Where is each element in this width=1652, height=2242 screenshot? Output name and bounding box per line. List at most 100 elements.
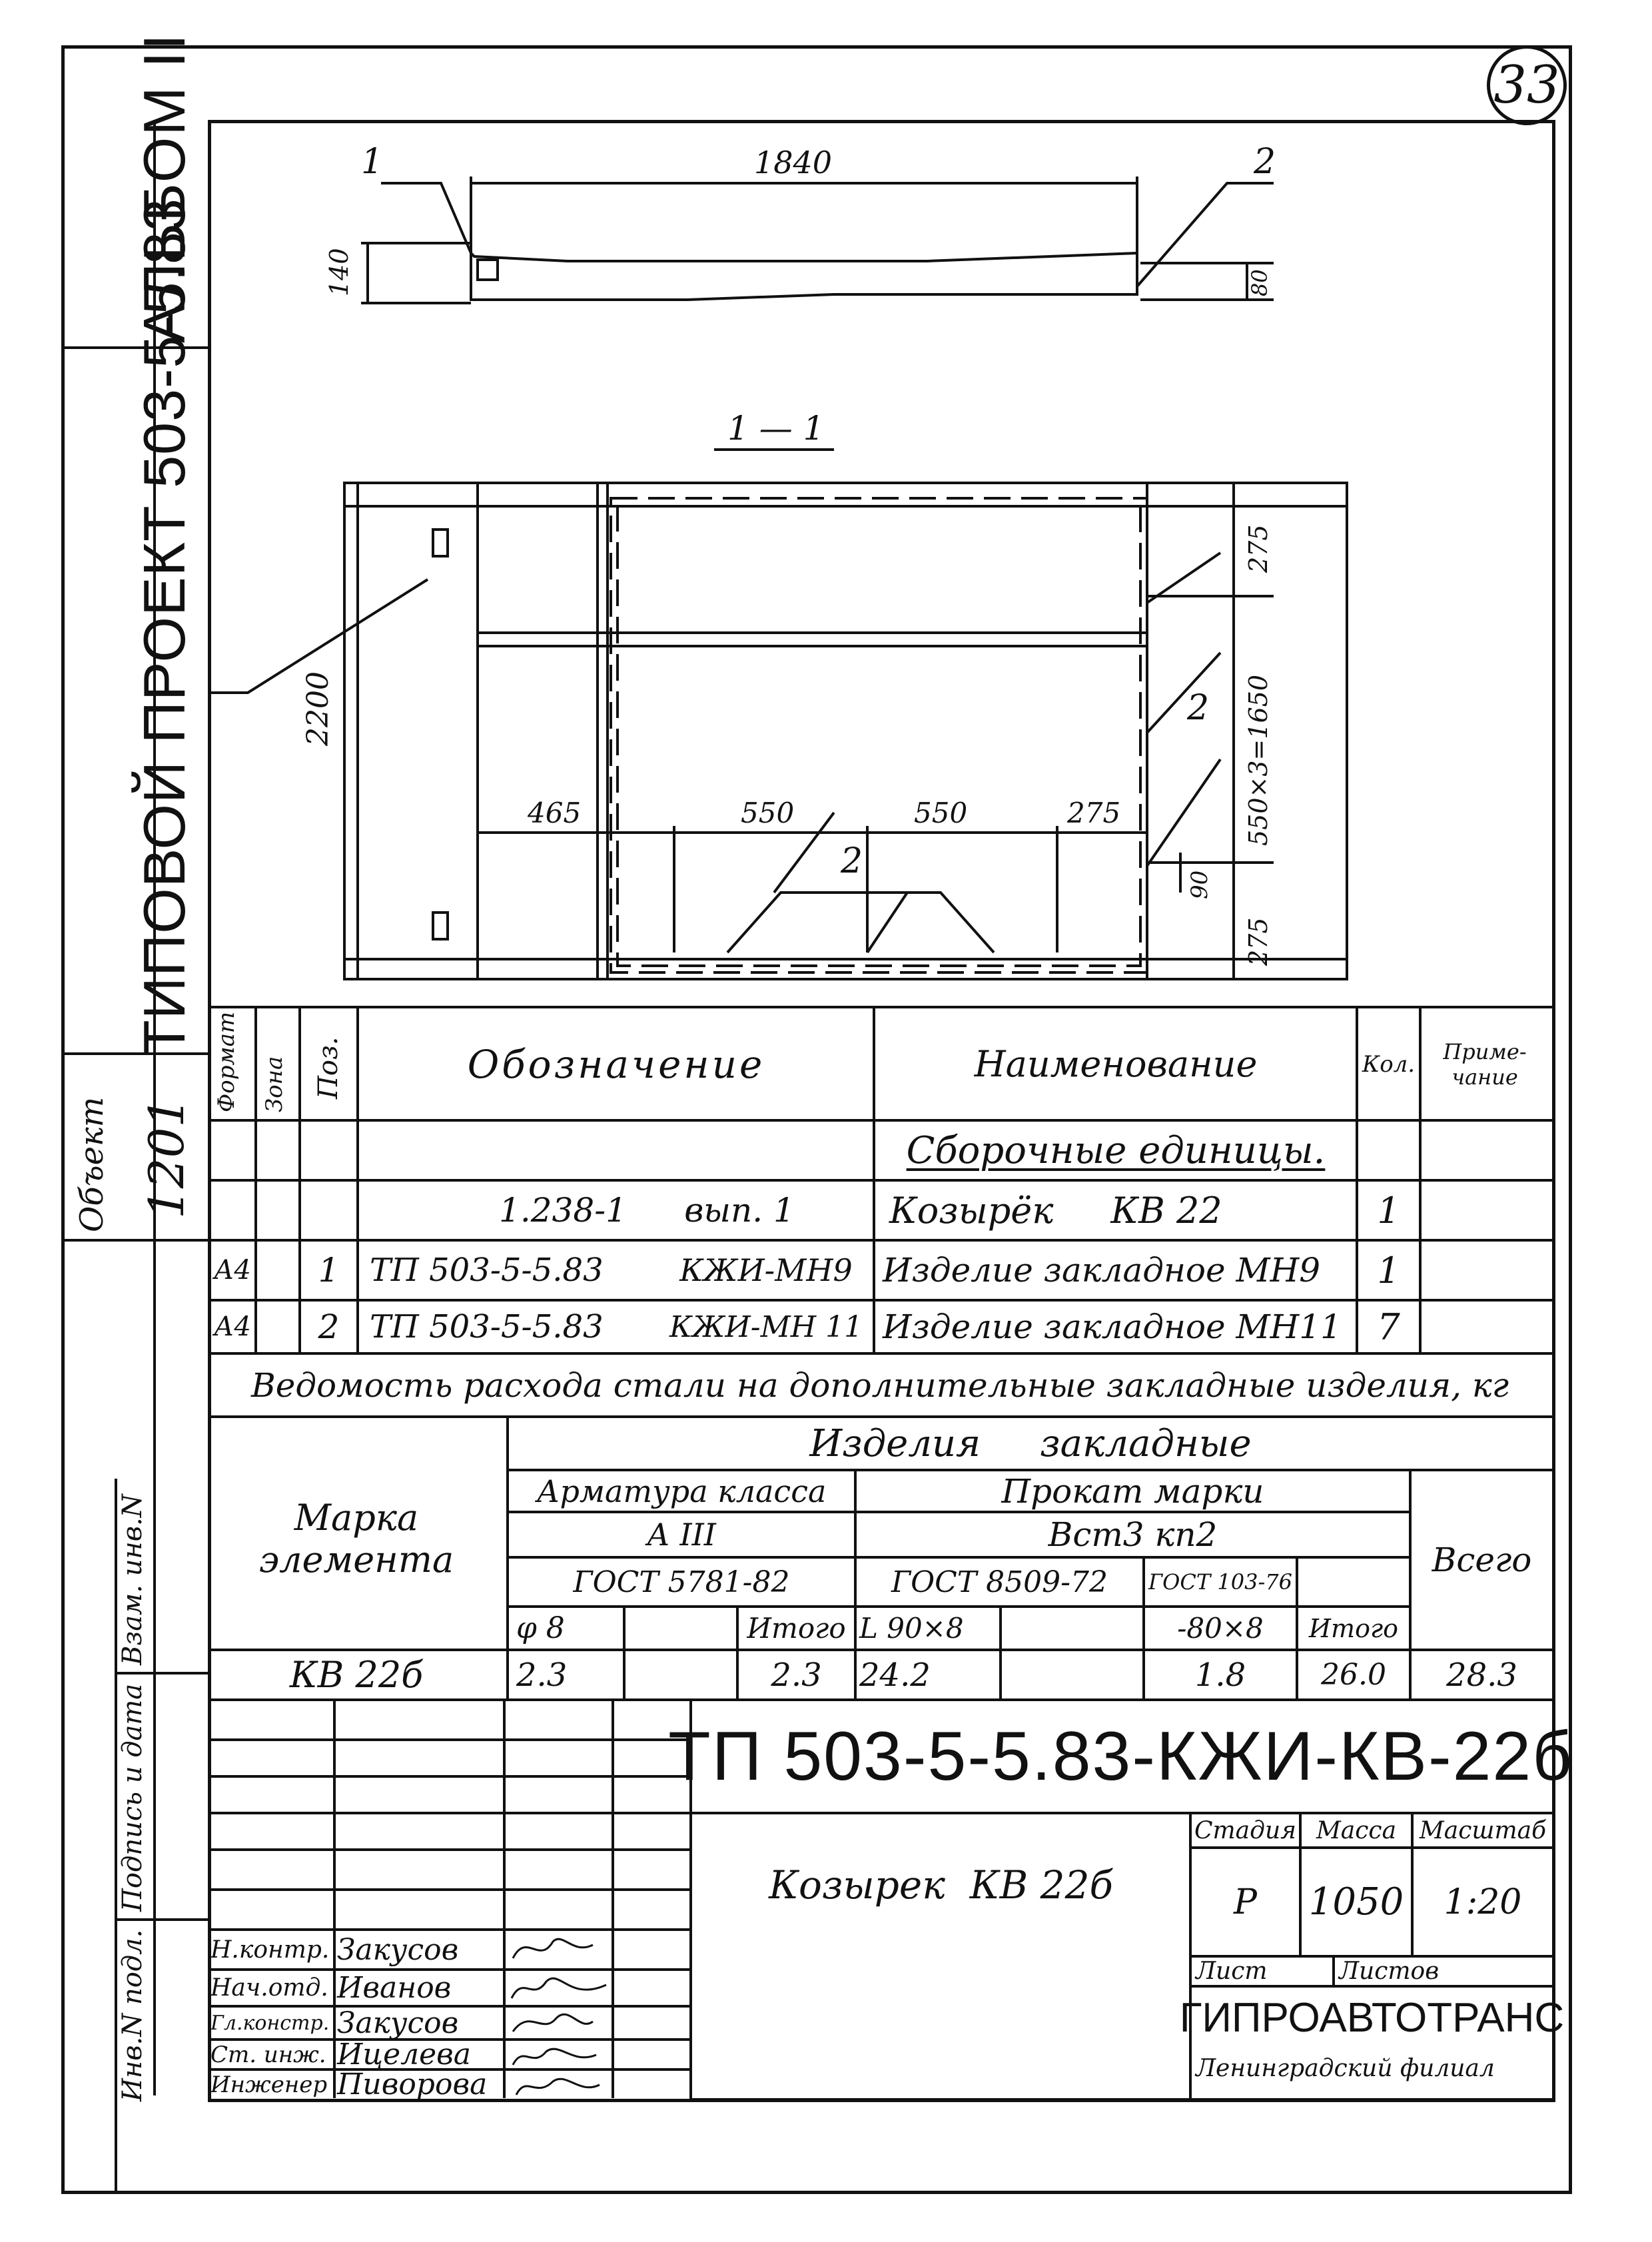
steel-h4	[506, 1605, 1409, 1608]
side-divider-h3	[61, 1239, 208, 1242]
steel-gost1: ГОСТ 5781-82	[573, 1565, 790, 1599]
steel-h2	[506, 1511, 1409, 1513]
stamp-signature-date: Подпись и дата	[117, 1683, 148, 1912]
steel-sub-0: φ 8	[516, 1611, 565, 1645]
spec-row0-qty: 1	[1377, 1189, 1400, 1232]
doc-name: Козырек КВ 22б	[769, 1862, 1113, 1908]
dim-275-right-bottom: 275	[1244, 917, 1273, 966]
signer-role-2: Гл.констр.	[210, 2011, 330, 2035]
tb-v-scale	[1411, 1812, 1414, 1955]
spec-row0-extra: вып. 1	[684, 1191, 795, 1230]
steel-sub-6: Итого	[1308, 1613, 1399, 1643]
dim-550b: 550	[914, 797, 967, 829]
steel-armature: Арматура класса	[536, 1473, 827, 1509]
insert-mark	[476, 258, 499, 281]
sheet-label: Лист	[1196, 1958, 1268, 1985]
spec-row1-qty: 1	[1377, 1249, 1400, 1292]
sheet-number: 33	[1487, 45, 1567, 125]
sig-h-4	[208, 1848, 689, 1851]
sig-col-2	[503, 1698, 506, 2098]
steel-col-e	[1142, 1556, 1145, 1698]
dim-550a: 550	[741, 797, 794, 829]
scale-label: Масштаб	[1419, 1816, 1547, 1844]
leader-2b-line	[1146, 552, 1222, 604]
anchor-shape	[726, 891, 995, 954]
stamp-inventory: Инв.N подл.	[117, 1929, 148, 2101]
stamp-div-2	[115, 1918, 208, 1921]
steel-sub-4	[1002, 1608, 1142, 1649]
scale-value: 1:20	[1444, 1882, 1522, 1922]
tb-v-main	[689, 1698, 692, 2098]
spec-row1-format: А4	[214, 1255, 251, 1286]
leader-1b-line	[208, 578, 429, 694]
spec-row-3	[208, 1299, 1552, 1302]
leader-1b-text: 1	[208, 651, 216, 691]
side-divider-h1	[61, 346, 208, 349]
signer-role-3: Ст. инж.	[210, 2041, 326, 2068]
steel-val-1	[625, 1651, 736, 1698]
spec-row1-pos: 1	[318, 1251, 340, 1290]
signature-4	[515, 2077, 600, 2095]
spec-row0-designation: 1.238-1	[499, 1191, 627, 1230]
spec-row1-extra: КЖИ-МН9	[679, 1252, 853, 1288]
signer-name-3: Ицелева	[337, 2038, 472, 2071]
signer-name-4: Пиворова	[337, 2067, 488, 2101]
sig-h-9	[208, 2038, 689, 2041]
top-dim-text: 1840	[754, 145, 832, 181]
steel-h5	[208, 1649, 1552, 1651]
sig-h-7	[208, 1968, 689, 1971]
spec-top	[208, 1006, 1552, 1008]
steel-col-c	[736, 1605, 739, 1698]
leader-1-line	[381, 182, 472, 254]
spec-col-5	[1356, 1006, 1358, 1352]
left-dim-text: 140	[324, 248, 354, 296]
steel-col-f	[1296, 1556, 1298, 1698]
spec-row2-extra: КЖИ-МН 11	[669, 1309, 863, 1344]
tb-h-right1	[1189, 1846, 1552, 1849]
dim-90: 90	[1186, 871, 1213, 899]
spec-row2-designation: ТП 503-5-5.83	[370, 1308, 604, 1345]
spec-col-4	[873, 1006, 875, 1352]
steel-col-a	[854, 1469, 857, 1698]
spec-row-4	[208, 1352, 1552, 1355]
spec-head-name: Наименование	[974, 1043, 1258, 1085]
spec-head-qty: Кол.	[1362, 1050, 1416, 1078]
spec-bottom	[208, 1415, 1552, 1418]
tb-v-right	[1189, 1812, 1192, 2098]
steel-val-2: 2.3	[771, 1656, 822, 1694]
section-title: 1 — 1	[727, 409, 824, 448]
spec-head-zone: Зона	[261, 1056, 288, 1112]
steel-sub-3: L 90×8	[859, 1612, 964, 1645]
sig-h-8	[208, 2005, 689, 2008]
tb-h-right2	[1189, 1955, 1552, 1958]
dim-275-top: 275	[1244, 524, 1273, 573]
spec-head-bottom	[208, 1119, 1552, 1122]
steel-total: 28.3	[1446, 1656, 1517, 1694]
org-name: ГИПРОАВТОТРАНС	[1179, 1994, 1565, 2041]
sig-h-2	[208, 1775, 689, 1778]
steel-rolled: Прокат марки	[1001, 1471, 1264, 1511]
steel-col-total	[1409, 1469, 1412, 1698]
spec-row1-name: Изделие закладное МН9	[883, 1251, 1321, 1290]
spec-head-pos: Поз.	[313, 1036, 344, 1100]
spec-section-title: Сборочные единицы.	[906, 1128, 1326, 1172]
tb-v-sheet	[1332, 1955, 1335, 1985]
mass-value: 1050	[1308, 1880, 1404, 1924]
steel-bottom	[208, 1698, 1552, 1701]
spec-row-1	[208, 1179, 1552, 1182]
spec-head-designation: Обозначение	[467, 1041, 765, 1087]
spec-row2-qty: 7	[1377, 1306, 1400, 1348]
dim-465: 465	[527, 797, 581, 829]
signer-name-2: Закусов	[337, 2006, 459, 2040]
signature-1	[510, 1977, 607, 1999]
steel-rolled-grade: Вст3 кп2	[1048, 1515, 1218, 1554]
stamp-col-divider	[115, 1479, 117, 2191]
object-value: 1201	[139, 1096, 195, 1219]
spec-row2-name: Изделие закладное МН11	[883, 1308, 1342, 1346]
steel-sub-1	[625, 1608, 736, 1649]
steel-h1	[506, 1469, 1552, 1471]
plan-outline	[343, 482, 1348, 980]
sig-col-1	[333, 1698, 336, 2098]
tb-h-right3	[1189, 1985, 1552, 1988]
signature-3	[512, 2048, 597, 2065]
